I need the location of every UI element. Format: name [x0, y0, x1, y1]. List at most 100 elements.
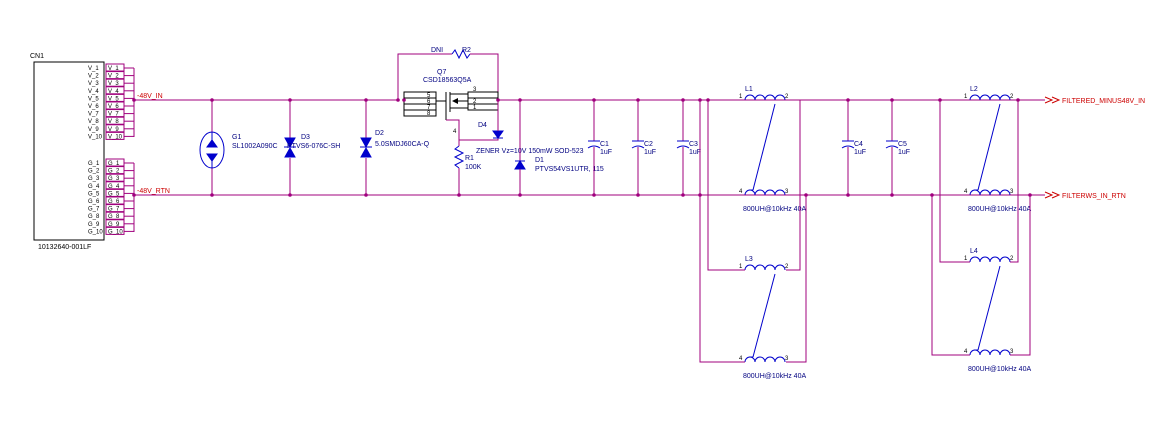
l3-coil-bottom: [744, 356, 786, 363]
l2-pin-3: 3: [1010, 189, 1014, 195]
l4-pin-2: 2: [1010, 256, 1014, 262]
junction-dot: [364, 193, 368, 197]
l4-inductor: L41 2 4 3 800UH@10kHz 40A: [964, 248, 1031, 373]
connector-g-pin-net: G_6: [108, 199, 120, 205]
l4-core: [977, 265, 1001, 351]
c2-ref: C2: [644, 141, 653, 148]
connector-v-pin-label: V_7: [88, 112, 99, 118]
d3-tvs: D3 PTVS6-076C-SH: [284, 100, 340, 195]
connector-v-pin-label: V_3: [88, 81, 99, 87]
net-label-out: FILTERED_MINUS48V_IN: [1062, 98, 1145, 105]
c4-value: 1uF: [854, 149, 866, 156]
net-label-rtn: -48V_RTN: [137, 188, 170, 195]
connector-g-pin-label: G_5: [88, 191, 100, 197]
q7-ref: Q7: [437, 69, 446, 76]
l3-pin-3: 3: [785, 356, 789, 362]
connector-v-pin-net: V_2: [108, 74, 119, 80]
r1-ref: R1: [465, 155, 474, 162]
l1-core: [752, 103, 776, 191]
l1-pin-3: 3: [785, 189, 789, 195]
junction-dot: [681, 98, 685, 102]
connector-v-pin-label: V_10: [88, 134, 103, 140]
l3-ref: L3: [745, 256, 753, 263]
junction-dot: [681, 193, 685, 197]
l4-value: 800UH@10kHz 40A: [968, 366, 1031, 373]
q7-pin-6: 6: [427, 99, 431, 105]
inductor-wiring: [699, 99, 1031, 363]
r1-value: 100K: [465, 164, 482, 171]
junction-dot: [930, 193, 934, 197]
l4-pin-3: 3: [1010, 349, 1014, 355]
junction-dot: [846, 193, 850, 197]
d3-value: PTVS6-076C-SH: [287, 143, 340, 150]
q7-pin-7: 7: [427, 105, 431, 111]
junction-dot: [1016, 98, 1020, 102]
c1-ref: C1: [600, 141, 609, 148]
connector-g-pin-net: G_4: [108, 184, 120, 190]
l1-ref: L1: [745, 86, 753, 93]
connector-g-pin-label: G_3: [88, 176, 100, 182]
junction-dot: [846, 98, 850, 102]
l2-pin-1: 1: [964, 94, 968, 100]
junction-dot: [592, 98, 596, 102]
l4-pin-4: 4: [964, 349, 968, 355]
junction-dot: [698, 193, 702, 197]
l4-ref: L4: [970, 248, 978, 255]
d2-ref: D2: [375, 130, 384, 137]
l4-pin-1: 1: [964, 256, 968, 262]
junction-dot: [518, 98, 522, 102]
connector-v-pin-net: V_4: [108, 89, 119, 95]
connector-body: [33, 61, 105, 241]
connector-g-pin-net: G_10: [108, 229, 123, 235]
c5-ref: C5: [898, 141, 907, 148]
l2-coil-top: [969, 94, 1011, 101]
l2-value: 800UH@10kHz 40A: [968, 206, 1031, 213]
l1-coil-top: [744, 94, 786, 101]
connector-v-pin-label: V_8: [88, 119, 99, 125]
connector-v-pin-net: V_10: [108, 134, 123, 140]
l4-coil-top: [969, 256, 1011, 263]
connector-g-pin-net: G_8: [108, 214, 120, 220]
l2-pin-2: 2: [1010, 94, 1014, 100]
c5-value: 1uF: [898, 149, 910, 156]
junction-dot: [1028, 193, 1032, 197]
r2-resistor: DNI R2: [397, 47, 499, 100]
junction-dot: [288, 98, 292, 102]
connector-g-pin-label: G_2: [88, 169, 100, 175]
connector-v-pin-label: V_1: [88, 66, 99, 72]
q7-value: CSD18563Q5A: [423, 77, 472, 84]
q7-pin-4: 4: [453, 129, 457, 135]
net-label-out-rtn: FILTERWS_IN_RTN: [1062, 193, 1126, 200]
junction-dot: [698, 98, 702, 102]
l1-pin-2: 2: [785, 94, 789, 100]
l1-pin-1: 1: [739, 94, 743, 100]
d4-zener: D4 ZENER Vz=10V 150mW SOD-523: [459, 100, 584, 155]
q7-mosfet: Q7 CSD18563Q5A 5 6 7 8 3 2 1 4: [402, 69, 499, 146]
junction-dot: [518, 193, 522, 197]
d2-value: 5.0SMDJ60CA-Q: [375, 141, 430, 148]
connector-g-pin-label: G_4: [88, 184, 100, 190]
l4-coil-bottom: [969, 349, 1011, 356]
g1-ref: G1: [232, 134, 241, 141]
junction-dot: [636, 193, 640, 197]
c3-value: 1uF: [689, 149, 701, 156]
junction-dot: [636, 98, 640, 102]
connector-v-pin-net: V_7: [108, 112, 119, 118]
connector-v-pin-net: V_8: [108, 119, 119, 125]
connector-v-pin-net: V_5: [108, 96, 119, 102]
q7-pin-3: 3: [473, 87, 477, 93]
l1-coil-bottom: [744, 189, 786, 196]
r1-resistor: R1 100K: [453, 145, 482, 195]
c3-ref: C3: [689, 141, 698, 148]
junction-dot: [457, 193, 461, 197]
connector-v-pin-net: V_9: [108, 127, 119, 133]
d1-tvs: D1 PTVS54VS1UTR, 115: [514, 100, 604, 195]
